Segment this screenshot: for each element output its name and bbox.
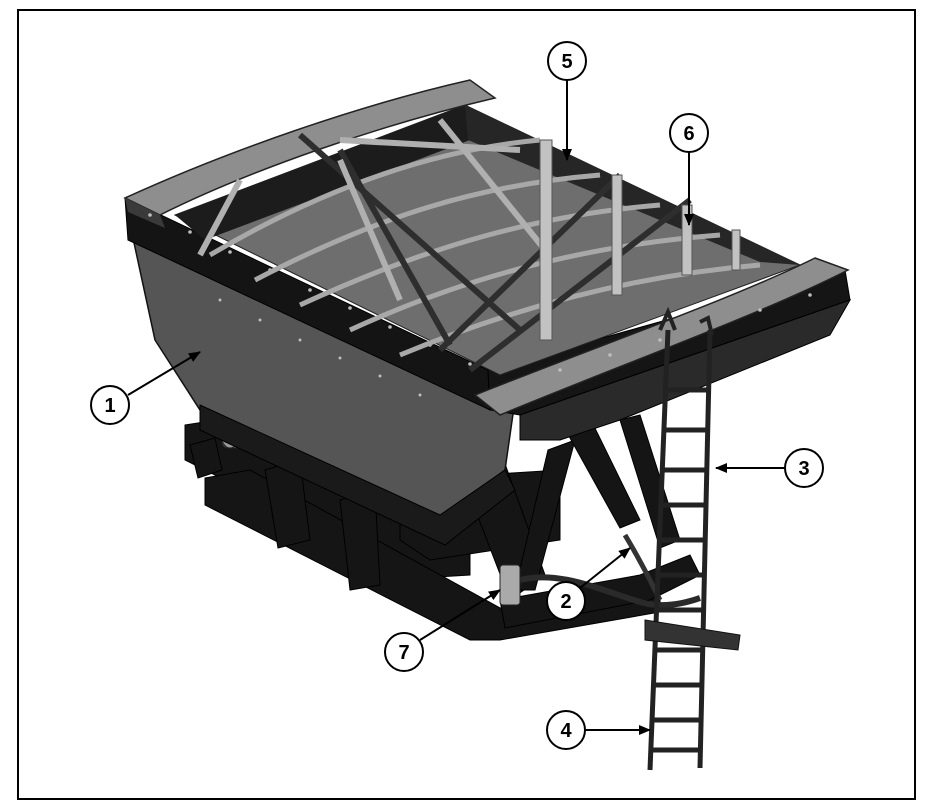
callout-7-label: 7 <box>398 642 409 664</box>
callout-7-leader <box>419 589 501 641</box>
callout-7-circle <box>384 632 424 672</box>
callout-1-circle <box>90 385 130 425</box>
callout-6-label: 6 <box>683 123 694 145</box>
callout-6-circle <box>669 113 709 153</box>
callout-3-label: 3 <box>798 458 809 480</box>
callout-4: 4 <box>546 710 651 750</box>
figure-border <box>17 9 916 800</box>
component-7-box <box>499 564 521 606</box>
ladder <box>644 306 741 771</box>
callout-1-leader <box>127 351 201 396</box>
callout-5: 5 <box>547 41 587 161</box>
callout-6: 6 <box>669 113 709 226</box>
front-end-cap <box>473 257 850 416</box>
callout-3: 3 <box>715 448 824 488</box>
callout-2-label: 2 <box>560 591 571 613</box>
callout-4-circle <box>546 710 586 750</box>
callout-7: 7 <box>384 589 501 672</box>
callout-2-circle <box>546 581 586 621</box>
hydraulic-hose <box>519 574 701 609</box>
callout-2: 2 <box>546 547 631 621</box>
callout-1: 1 <box>90 351 201 425</box>
callout-2-leader <box>579 547 631 589</box>
callout-5-label: 5 <box>561 51 572 73</box>
callout-4-label: 4 <box>560 720 572 742</box>
callout-3-circle <box>784 448 824 488</box>
callout-5-circle <box>547 41 587 81</box>
callout-1-label: 1 <box>104 395 115 417</box>
